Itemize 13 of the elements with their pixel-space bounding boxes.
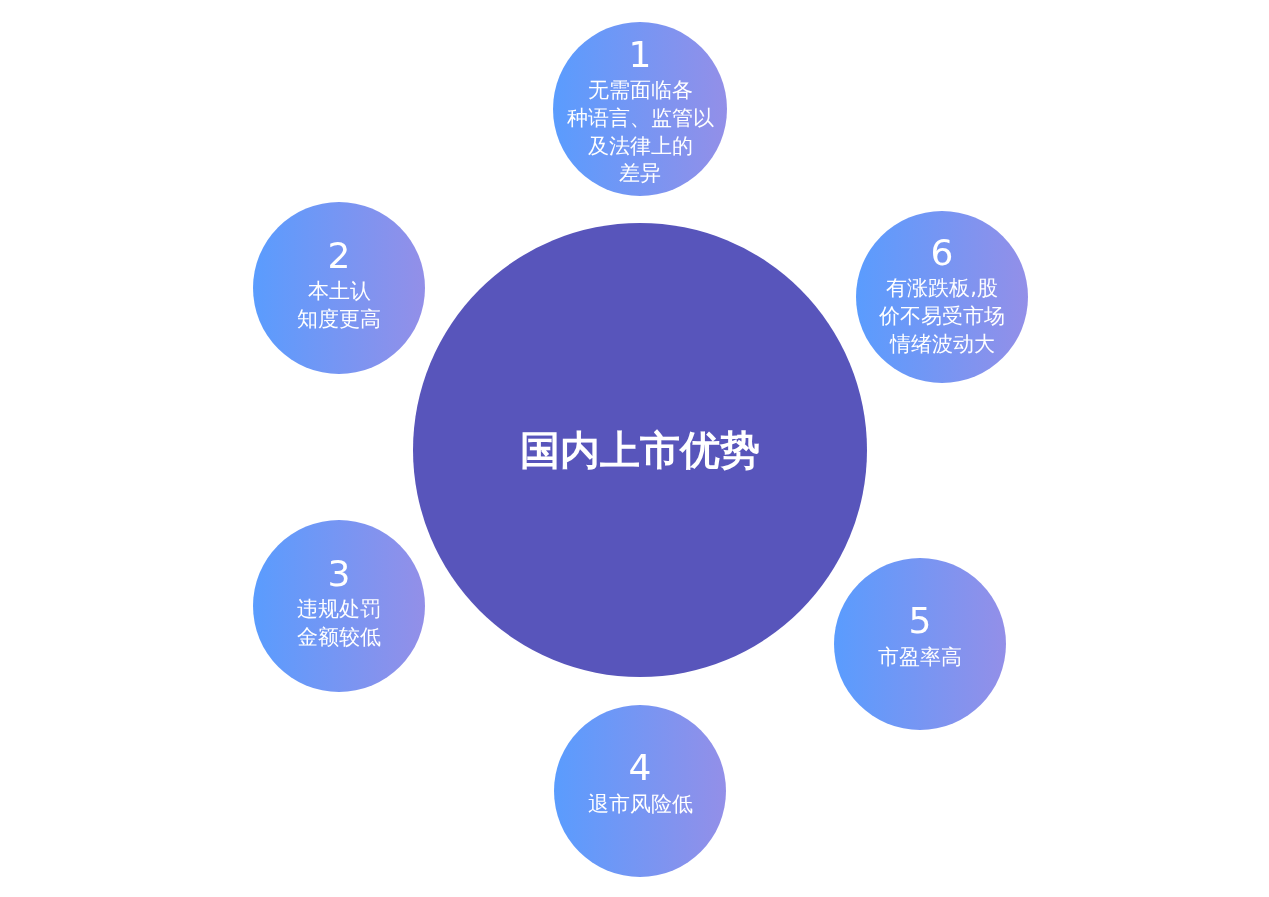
- item-number: 4: [628, 747, 652, 789]
- item-text: 有涨跌板,股价不易受市场情绪波动大: [879, 275, 1005, 358]
- item-text: 本土认知度更高: [297, 277, 381, 333]
- item-text: 违规处罚金额较低: [297, 595, 381, 651]
- item-number: 1: [628, 33, 652, 76]
- item-number: 6: [930, 231, 954, 274]
- topic-title: 国内上市优势: [520, 426, 760, 474]
- item-number: 3: [327, 552, 351, 594]
- item-number: 2: [327, 234, 351, 276]
- item-text: 无需面临各种语言、监管以及法律上的差异: [566, 77, 714, 188]
- item-text: 市盈率高: [878, 643, 962, 671]
- item-number: 5: [908, 600, 932, 642]
- item-text: 退市风险低: [587, 790, 693, 818]
